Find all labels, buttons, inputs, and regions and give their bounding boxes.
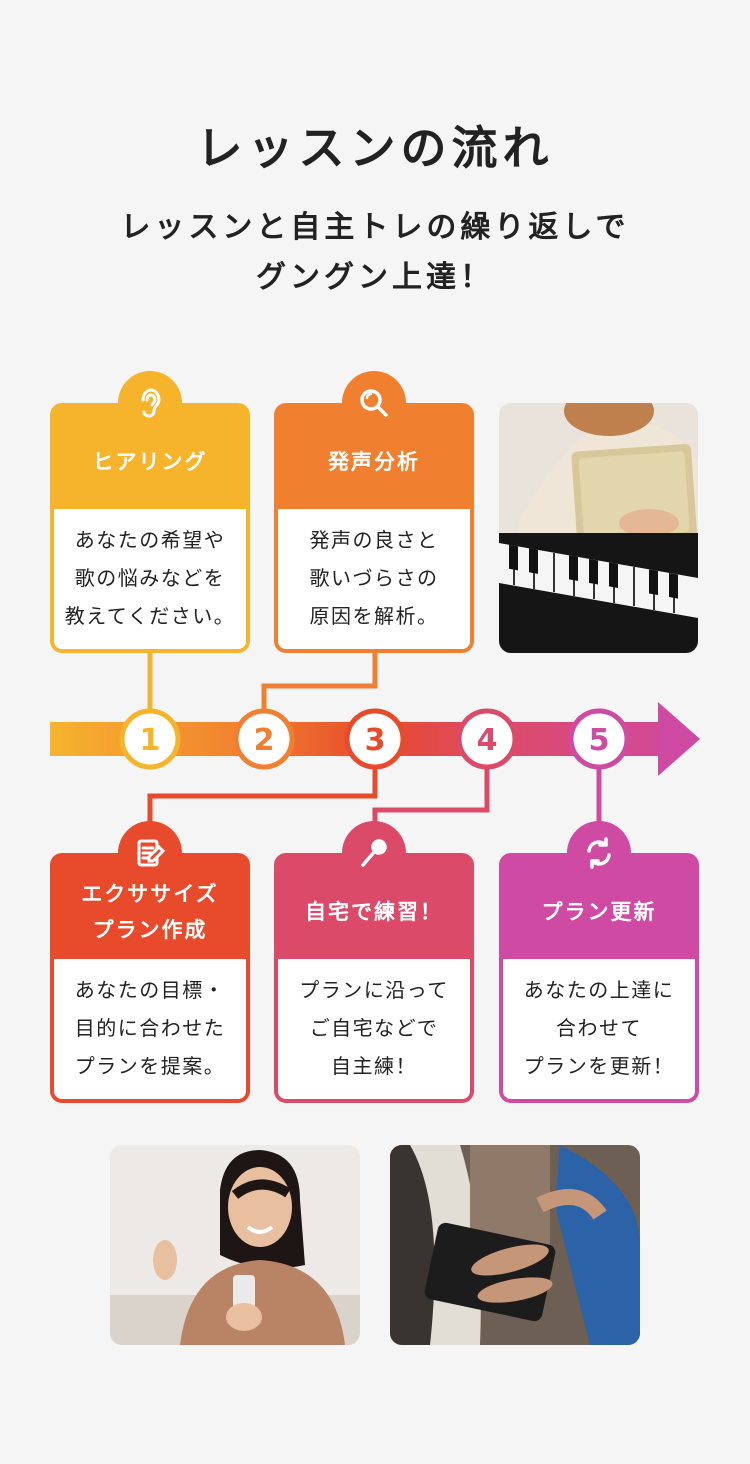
step-title-line: エクササイズ — [81, 882, 219, 906]
step-card-hearing: ヒアリング あなたの希望や 歌の悩みなどを 教えてください。 — [50, 371, 250, 653]
step-description-line: あなたの上達に — [523, 978, 675, 1002]
step-title: ヒアリング — [54, 407, 246, 509]
step-description: あなたの希望や 歌の悩みなどを 教えてください。 — [54, 509, 246, 649]
subtitle-line-1: レッスンと自主トレの繰り返しで — [120, 210, 630, 245]
step-circle-3: 3 — [344, 708, 406, 770]
step-number-1: 1 — [140, 723, 161, 758]
step-description-line: 発声の良さと — [309, 528, 439, 552]
step-circle-5: 5 — [568, 708, 630, 770]
step-circle-1: 1 — [119, 708, 181, 770]
step-card-exercise-plan: エクササイズ プラン作成 あなたの目標・ 目的に合わせた プランを提案。 — [50, 821, 250, 1103]
photo-piano-tablet — [499, 403, 698, 653]
page-title: レッスンの流れ — [196, 121, 554, 175]
step-description: 発声の良さと 歌いづらさの 原因を解析。 — [278, 509, 470, 649]
step-description-line: 教えてください。 — [64, 604, 236, 628]
step-description-line: プランを更新！ — [523, 1054, 675, 1078]
step-description-line: プランに沿って — [299, 978, 449, 1002]
connector-2 — [261, 652, 378, 712]
step-description: あなたの目標・ 目的に合わせた プランを提案。 — [54, 959, 246, 1099]
step-description-line: 歌の悩みなどを — [74, 566, 226, 590]
step-description-line: あなたの目標・ — [74, 978, 226, 1002]
notepad-pencil-icon — [118, 821, 182, 885]
refresh-icon — [567, 821, 631, 885]
photo-woman-singing — [110, 1145, 360, 1345]
microphone-icon — [342, 821, 406, 885]
subtitle-line-2: グングン上達！ — [256, 260, 494, 295]
step-description-line: プランを提案。 — [74, 1054, 226, 1078]
step-description-line: 歌いづらさの — [309, 566, 439, 590]
connector-3 — [147, 766, 378, 825]
ear-icon — [118, 371, 182, 435]
step-number-2: 2 — [254, 723, 275, 758]
step-card-plan-update: プラン更新 あなたの上達に 合わせて プランを更新！ — [499, 821, 699, 1103]
step-card-voice-analysis: 発声分析 発声の良さと 歌いづらさの 原因を解析。 — [274, 371, 474, 653]
step-description-line: 原因を解析。 — [309, 604, 439, 628]
step-description-line: 自主練！ — [331, 1054, 417, 1078]
step-card-home-practice: 自宅で練習！ プランに沿って ご自宅などで 自主練！ — [274, 821, 474, 1103]
connector-4 — [372, 766, 490, 822]
step-number-5: 5 — [589, 723, 610, 758]
step-description-line: 合わせて — [556, 1016, 642, 1040]
step-number-4: 4 — [477, 723, 498, 758]
step-number-3: 3 — [365, 723, 386, 758]
step-description-line: ご自宅などで — [309, 1016, 439, 1040]
step-circle-2: 2 — [233, 708, 295, 770]
step-description: プランに沿って ご自宅などで 自主練！ — [278, 959, 470, 1099]
step-title: 自宅で練習！ — [278, 857, 470, 959]
step-title-line: プラン作成 — [92, 918, 208, 942]
step-circle-4: 4 — [456, 708, 518, 770]
page-subtitle: レッスンと自主トレの繰り返しで グングン上達！ — [0, 203, 750, 303]
photo-trainer-tablet — [390, 1145, 640, 1345]
step-description-line: あなたの希望や — [74, 528, 226, 552]
step-description-line: 目的に合わせた — [74, 1016, 226, 1040]
magnifier-icon — [342, 371, 406, 435]
step-description: あなたの上達に 合わせて プランを更新！ — [503, 959, 695, 1099]
